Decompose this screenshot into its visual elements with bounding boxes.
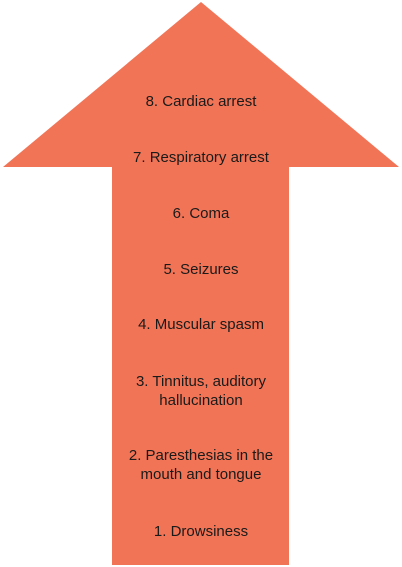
step-respiratory-arrest: 7. Respiratory arrest bbox=[133, 149, 269, 166]
step-muscular-spasm: 4. Muscular spasm bbox=[138, 316, 264, 333]
step-cardiac-arrest: 8. Cardiac arrest bbox=[145, 93, 257, 110]
step-seizures: 5. Seizures bbox=[163, 261, 239, 278]
arrow-body bbox=[3, 2, 399, 565]
step-drowsiness: 1. Drowsiness bbox=[153, 523, 249, 540]
step-paresthesias: 2. Paresthesias in the mouth and tongue bbox=[128, 447, 274, 483]
step-coma: 6. Coma bbox=[172, 205, 230, 222]
step-tinnitus-auditory-hallucination: 3. Tinnitus, auditory hallucination bbox=[135, 373, 267, 409]
